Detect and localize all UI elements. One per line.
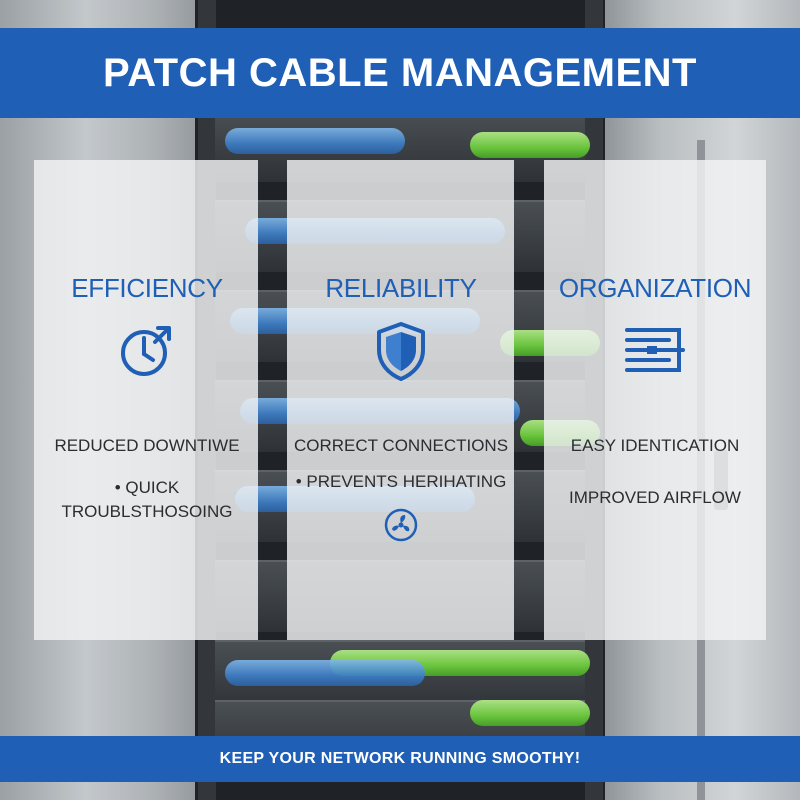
benefit-item: • PREVENTS HERIHATING [295, 472, 507, 491]
footer-banner: KEEP YOUR NETWORK RUNNING SMOOTHY! [0, 736, 800, 782]
fan-icon [384, 508, 418, 547]
green-cable-bundle [470, 700, 590, 726]
clock-arrow-icon [116, 320, 178, 382]
reliability-column: RELIABILITY CORRECT CONNECTIONS • PREVEN… [286, 270, 516, 547]
efficiency-column: EFFICIENCY REDUCED DOWNTIWE • QUICK TROU… [32, 270, 262, 524]
benefit-item: EASY IDENTICATION [570, 436, 740, 455]
shield-icon [374, 320, 428, 382]
benefit-item: IMPROVED AIRFLOW [569, 488, 741, 507]
benefit-item: REDUCED DOWNTIWE [54, 436, 240, 455]
efficiency-panel [34, 160, 258, 640]
benefit-item: • QUICK TROUBLSTHOSOING [61, 478, 233, 521]
column-heading: ORGANIZATION [558, 273, 752, 303]
blue-cable-bundle [225, 660, 425, 686]
green-cable-bundle [470, 132, 590, 158]
cable-bundle-icon [623, 320, 687, 382]
organization-column: ORGANIZATION EASY IDENTICATION IMPROVED … [540, 270, 770, 510]
organization-panel [544, 160, 766, 640]
tagline: KEEP YOUR NETWORK RUNNING SMOOTHY! [219, 750, 581, 767]
reliability-panel [287, 160, 514, 640]
blue-cable-bundle [225, 128, 405, 154]
column-heading: RELIABILITY [325, 273, 477, 303]
benefit-item: CORRECT CONNECTIONS [293, 436, 509, 455]
column-heading: EFFICIENCY [71, 273, 223, 303]
title-banner: PATCH CABLE MANAGEMENT [0, 28, 800, 118]
page-title: PATCH CABLE MANAGEMENT [103, 50, 697, 95]
